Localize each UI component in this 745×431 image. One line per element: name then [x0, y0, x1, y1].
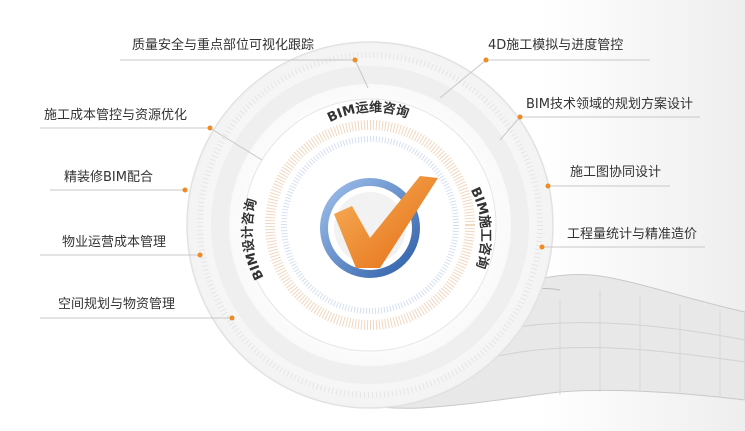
right-item: 4D施工模拟与进度管控 [488, 38, 624, 53]
left-item: 质量安全与重点部位可视化跟踪 [132, 38, 315, 53]
right-item: BIM技术领域的规划方案设计 [526, 97, 693, 112]
left-item: 精装修BIM配合 [64, 170, 153, 185]
left-item: 物业运营成本管理 [62, 235, 167, 250]
right-item: 施工图协同设计 [570, 165, 662, 180]
left-item: 施工成本管控与资源优化 [44, 108, 188, 123]
left-item: 空间规划与物资管理 [58, 297, 176, 312]
checkmark-icon [320, 176, 438, 278]
right-item: 工程量统计与精准造价 [567, 227, 698, 242]
connector-dots [182, 57, 551, 321]
connector-lines [40, 59, 705, 319]
